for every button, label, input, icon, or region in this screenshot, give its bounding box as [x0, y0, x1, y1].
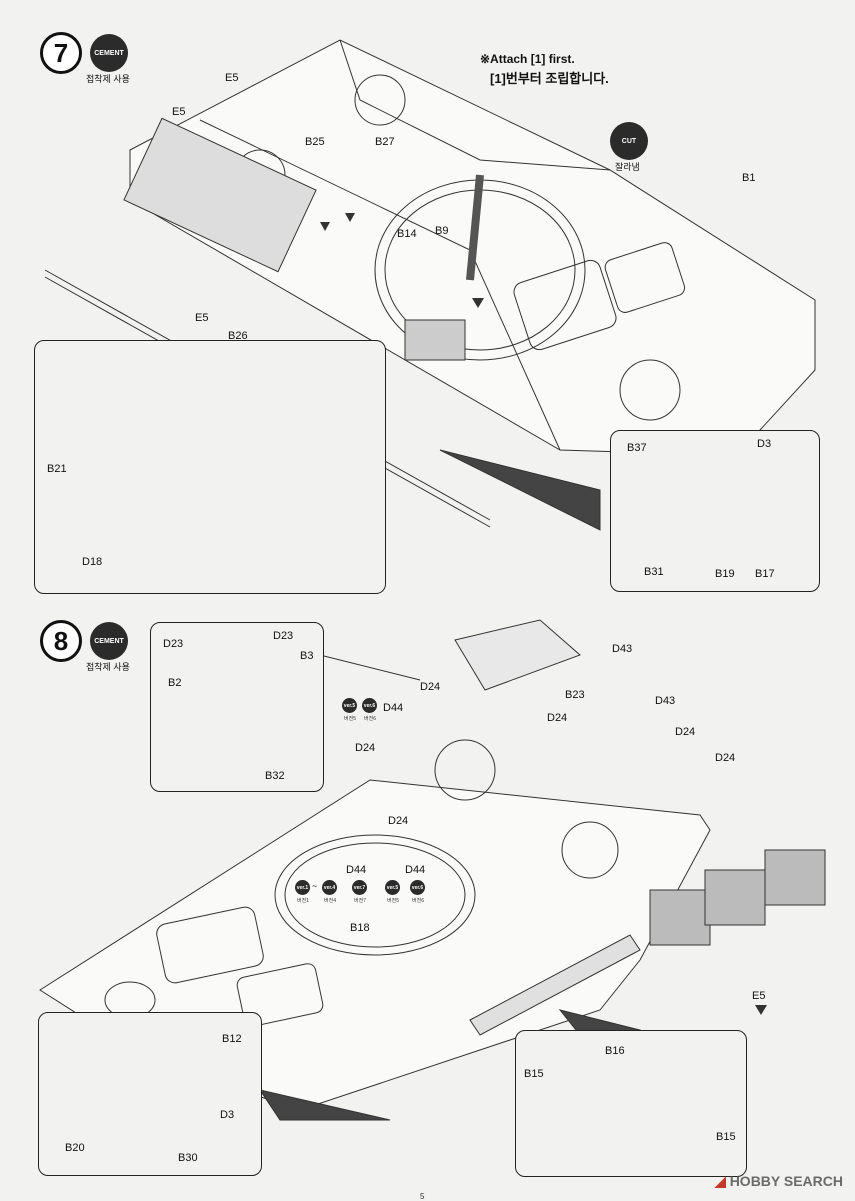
version-badge: ver.1 — [295, 880, 310, 895]
part-label: B3 — [300, 650, 314, 662]
version-sub: 버전5 — [387, 898, 399, 904]
part-label: D44 — [405, 864, 426, 876]
part-label: E5 — [172, 106, 186, 118]
part-label: E5 — [225, 72, 239, 84]
part-label: D23 — [273, 630, 294, 642]
step-8-number: 8 — [40, 620, 82, 662]
part-label: B25 — [305, 136, 325, 148]
step-7-number: 7 — [40, 32, 82, 74]
inset-detail — [610, 430, 820, 592]
part-label: B21 — [47, 463, 67, 475]
part-label: D24 — [388, 815, 409, 827]
part-label: D43 — [612, 643, 633, 655]
part-label: D24 — [420, 681, 441, 693]
part-label: D3 — [220, 1109, 235, 1121]
version-badge: ver.5 — [342, 698, 357, 713]
part-label: B2 — [168, 677, 182, 689]
part-label: D43 — [655, 695, 676, 707]
version-badge: ver.6 — [410, 880, 425, 895]
cut-badge: CUT — [610, 122, 648, 160]
part-label: D18 — [82, 556, 103, 568]
part-label: D3 — [757, 438, 772, 450]
part-label: D24 — [547, 712, 568, 724]
part-label: B17 — [755, 568, 775, 580]
cement-badge: CEMENT — [90, 622, 128, 660]
note-en: ※Attach [1] first. — [480, 52, 575, 66]
part-label: B37 — [627, 442, 647, 454]
inset-fender — [34, 340, 386, 594]
watermark: ◢ HOBBY SEARCH — [715, 1173, 843, 1190]
cement-badge: CEMENT — [90, 34, 128, 72]
version-badge: ver.7 — [352, 880, 367, 895]
part-label: B32 — [265, 770, 285, 782]
part-label: B9 — [435, 225, 449, 237]
cut-badge-sub: 잘라냄 — [615, 162, 640, 172]
version-badge: ver.6 — [362, 698, 377, 713]
part-label: D24 — [675, 726, 696, 738]
version-sub: 버전6 — [412, 898, 424, 904]
part-label: D44 — [383, 702, 404, 714]
version-sub: 버전4 — [324, 898, 336, 904]
part-label: B12 — [222, 1033, 242, 1045]
watermark-mark: ◢ — [715, 1173, 726, 1189]
cement-badge-sub: 접착제 사용 — [86, 662, 130, 672]
part-label: E5 — [752, 990, 766, 1002]
part-label: E5 — [195, 312, 209, 324]
part-label: B20 — [65, 1142, 85, 1154]
part-label: B31 — [644, 566, 664, 578]
version-sub: 버전5 — [344, 716, 356, 722]
page-number: 5 — [420, 1192, 425, 1201]
part-label: B16 — [605, 1045, 625, 1057]
part-label: D24 — [715, 752, 736, 764]
part-label: B18 — [350, 922, 370, 934]
part-label: B27 — [375, 136, 395, 148]
part-label: B1 — [742, 172, 756, 184]
version-sub: 버전6 — [364, 716, 376, 722]
version-sub: 버전1 — [297, 898, 309, 904]
part-label: D44 — [346, 864, 367, 876]
part-label: B30 — [178, 1152, 198, 1164]
version-badge: ver.5 — [385, 880, 400, 895]
version-sub: 버전7 — [354, 898, 366, 904]
watermark-brand: HOBBY SEARCH — [729, 1173, 843, 1189]
part-label: B26 — [228, 330, 248, 342]
part-label: B14 — [397, 228, 417, 240]
version-badge: ver.4 — [322, 880, 337, 895]
note-ko: [1]번부터 조립합니다. — [490, 71, 609, 86]
inset-bracket — [38, 1012, 262, 1176]
part-label: D23 — [163, 638, 184, 650]
part-label: B19 — [715, 568, 735, 580]
inset-barrel — [515, 1030, 747, 1177]
inset-plate — [150, 622, 324, 792]
part-label: D24 — [355, 742, 376, 754]
cement-badge-sub: 접착제 사용 — [86, 74, 130, 84]
part-label: B15 — [524, 1068, 544, 1080]
part-label: B23 — [565, 689, 585, 701]
part-label: B15 — [716, 1131, 736, 1143]
version-range-tilde: ~ — [312, 881, 318, 891]
